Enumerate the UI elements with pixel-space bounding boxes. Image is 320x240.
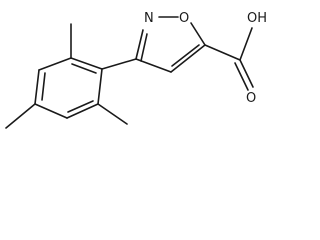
bond-c5-carboxyl — [204, 44, 241, 61]
bond-carbonyl-1 — [239, 59, 254, 88]
isoxazole-ring — [135, 16, 206, 73]
atom-label-carbonyl-o: O — [246, 91, 256, 106]
bond-benzene-c2-c3 — [38, 57, 72, 71]
bond-methyl-left — [5, 103, 36, 129]
atom-label-ring-o: O — [179, 11, 189, 26]
bond-c3-n — [135, 29, 144, 60]
bond-c5-c4 — [170, 44, 206, 73]
bond-aryl-isoxazole — [101, 58, 137, 70]
bond-carbonyl-2 — [234, 62, 249, 91]
bond-benzene-c6-c1 — [97, 68, 103, 105]
bond-c4-c3 — [135, 58, 172, 73]
molecule-drawing: N O OH O — [5, 11, 267, 129]
bond-methyl-right — [97, 103, 128, 125]
bond-carboxyl-oh — [239, 27, 253, 61]
bond-benzene-c1-c2 — [70, 57, 103, 70]
structure-diagram: N O OH O — [5, 11, 267, 129]
benzene-ring — [34, 57, 103, 119]
bond-benzene-c4-c5 — [34, 103, 68, 119]
bond-benzene-c5-c6 — [66, 103, 99, 119]
bond-benzene-double-1 — [71, 63, 97, 74]
bond-benzene-c3-c4 — [34, 69, 40, 105]
bond-c3-n-double — [140, 33, 148, 62]
atom-label-ring-n: N — [144, 11, 154, 26]
atom-label-hydroxyl: OH — [247, 11, 267, 26]
bond-benzene-double-3 — [67, 100, 94, 113]
bond-c5-c4-double — [171, 44, 200, 67]
bond-benzene-double-2 — [41, 72, 46, 101]
bond-o-c5 — [190, 22, 206, 46]
